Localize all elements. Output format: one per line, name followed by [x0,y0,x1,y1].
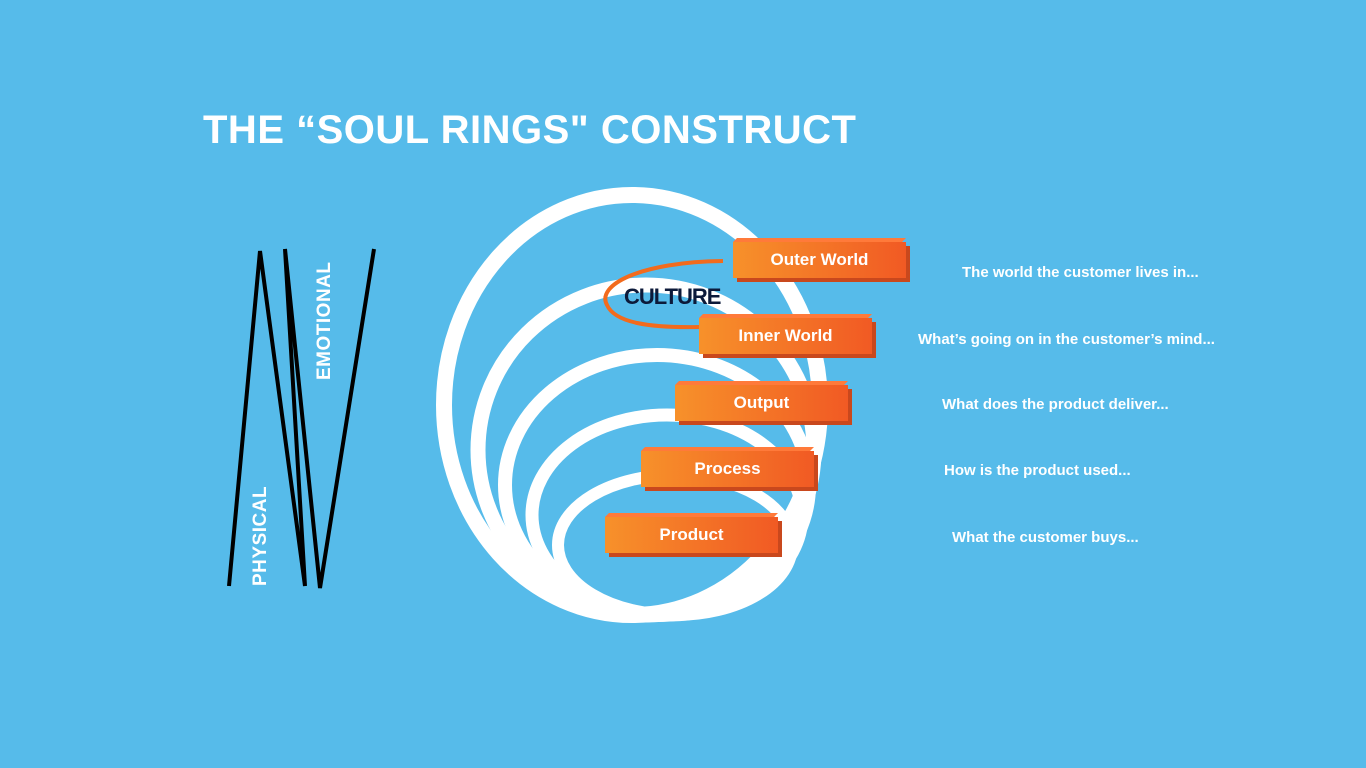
layer-description-product: What the customer buys... [952,529,1139,546]
culture-arc [603,259,724,330]
culture-label: CULTURE [624,284,721,309]
layer-description-output: What does the product deliver... [942,396,1169,413]
layer-box-outer-world: Outer World [733,242,906,278]
layer-description-outer-world: The world the customer lives in... [962,264,1199,281]
layer-box-process: Process [641,451,814,487]
layer-label: Product [659,525,724,544]
layer-label: Output [733,393,790,412]
layer-description-inner-world: What’s going on in the customer’s mind..… [918,331,1215,348]
layer-box-product: Product [605,517,778,553]
layer-description-process: How is the product used... [944,462,1131,479]
layer-label: Inner World [738,326,833,345]
layer-label: Outer World [770,250,869,269]
layer-box-inner-world: Inner World [699,318,872,354]
layer-label: Process [694,459,761,478]
page-title: THE “SOUL RINGS" CONSTRUCT [203,108,857,152]
layer-box-output: Output [675,385,848,421]
